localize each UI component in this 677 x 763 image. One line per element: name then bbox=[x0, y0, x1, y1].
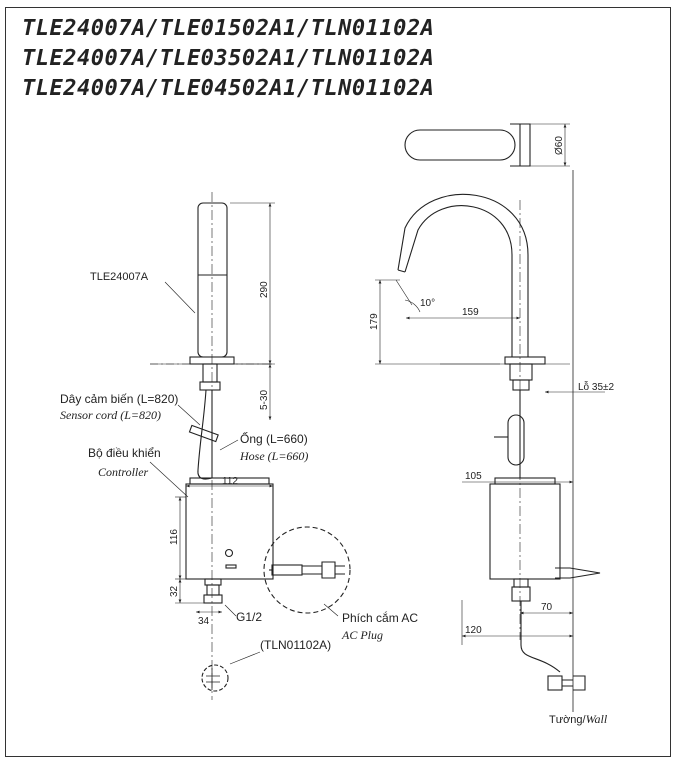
sensor-cord-label-en: Sensor cord (L=820) bbox=[60, 408, 161, 422]
faucet-model-label: TLE24007A bbox=[90, 271, 149, 283]
wall-label: Tường/Wall bbox=[549, 712, 608, 726]
thread-label: G1/2 bbox=[236, 610, 262, 624]
dim-70: 70 bbox=[541, 602, 553, 613]
dim-angle-10: 10° bbox=[420, 298, 435, 309]
model-title-1: TLE24007A/TLE01502A1/TLN01102A bbox=[22, 16, 435, 41]
hole-label: Lỗ 35±2 bbox=[578, 380, 615, 393]
controller-label-vi: Bộ điều khiển bbox=[88, 446, 161, 460]
dim-diameter-60: Ø60 bbox=[554, 136, 565, 155]
side-view bbox=[375, 123, 605, 712]
valve-model-label: (TLN01102A) bbox=[260, 638, 331, 652]
front-view bbox=[149, 192, 351, 700]
dim-105: 105 bbox=[465, 471, 482, 482]
dim-159: 159 bbox=[462, 307, 479, 318]
dim-120: 120 bbox=[465, 625, 482, 636]
hose-label-en: Hose (L=660) bbox=[239, 449, 308, 463]
hose-label-vi: Ống (L=660) bbox=[240, 431, 308, 446]
dim-290: 290 bbox=[259, 281, 270, 298]
dim-5-30: 5-30 bbox=[259, 390, 270, 410]
dim-112: 112 bbox=[222, 476, 238, 487]
wall-label-vi: Tường/ bbox=[549, 714, 587, 726]
controller-label-en: Controller bbox=[98, 465, 149, 479]
dim-34: 34 bbox=[198, 616, 210, 627]
dim-32: 32 bbox=[169, 585, 180, 597]
dim-179: 179 bbox=[369, 313, 380, 330]
ac-plug-label-vi: Phích cắm AC bbox=[342, 610, 418, 625]
title-block: TLE24007A/TLE01502A1/TLN01102A TLE24007A… bbox=[22, 14, 434, 104]
sensor-cord-label-vi: Dây cảm biến (L=820) bbox=[60, 392, 178, 406]
model-title-2: TLE24007A/TLE03502A1/TLN01102A bbox=[22, 46, 435, 71]
model-title-3: TLE24007A/TLE04502A1/TLN01102A bbox=[22, 76, 435, 101]
drawing-frame bbox=[5, 7, 671, 757]
ac-plug-label-en: AC Plug bbox=[341, 628, 383, 642]
wall-label-en: Wall bbox=[586, 712, 608, 726]
dim-116: 116 bbox=[169, 529, 180, 545]
